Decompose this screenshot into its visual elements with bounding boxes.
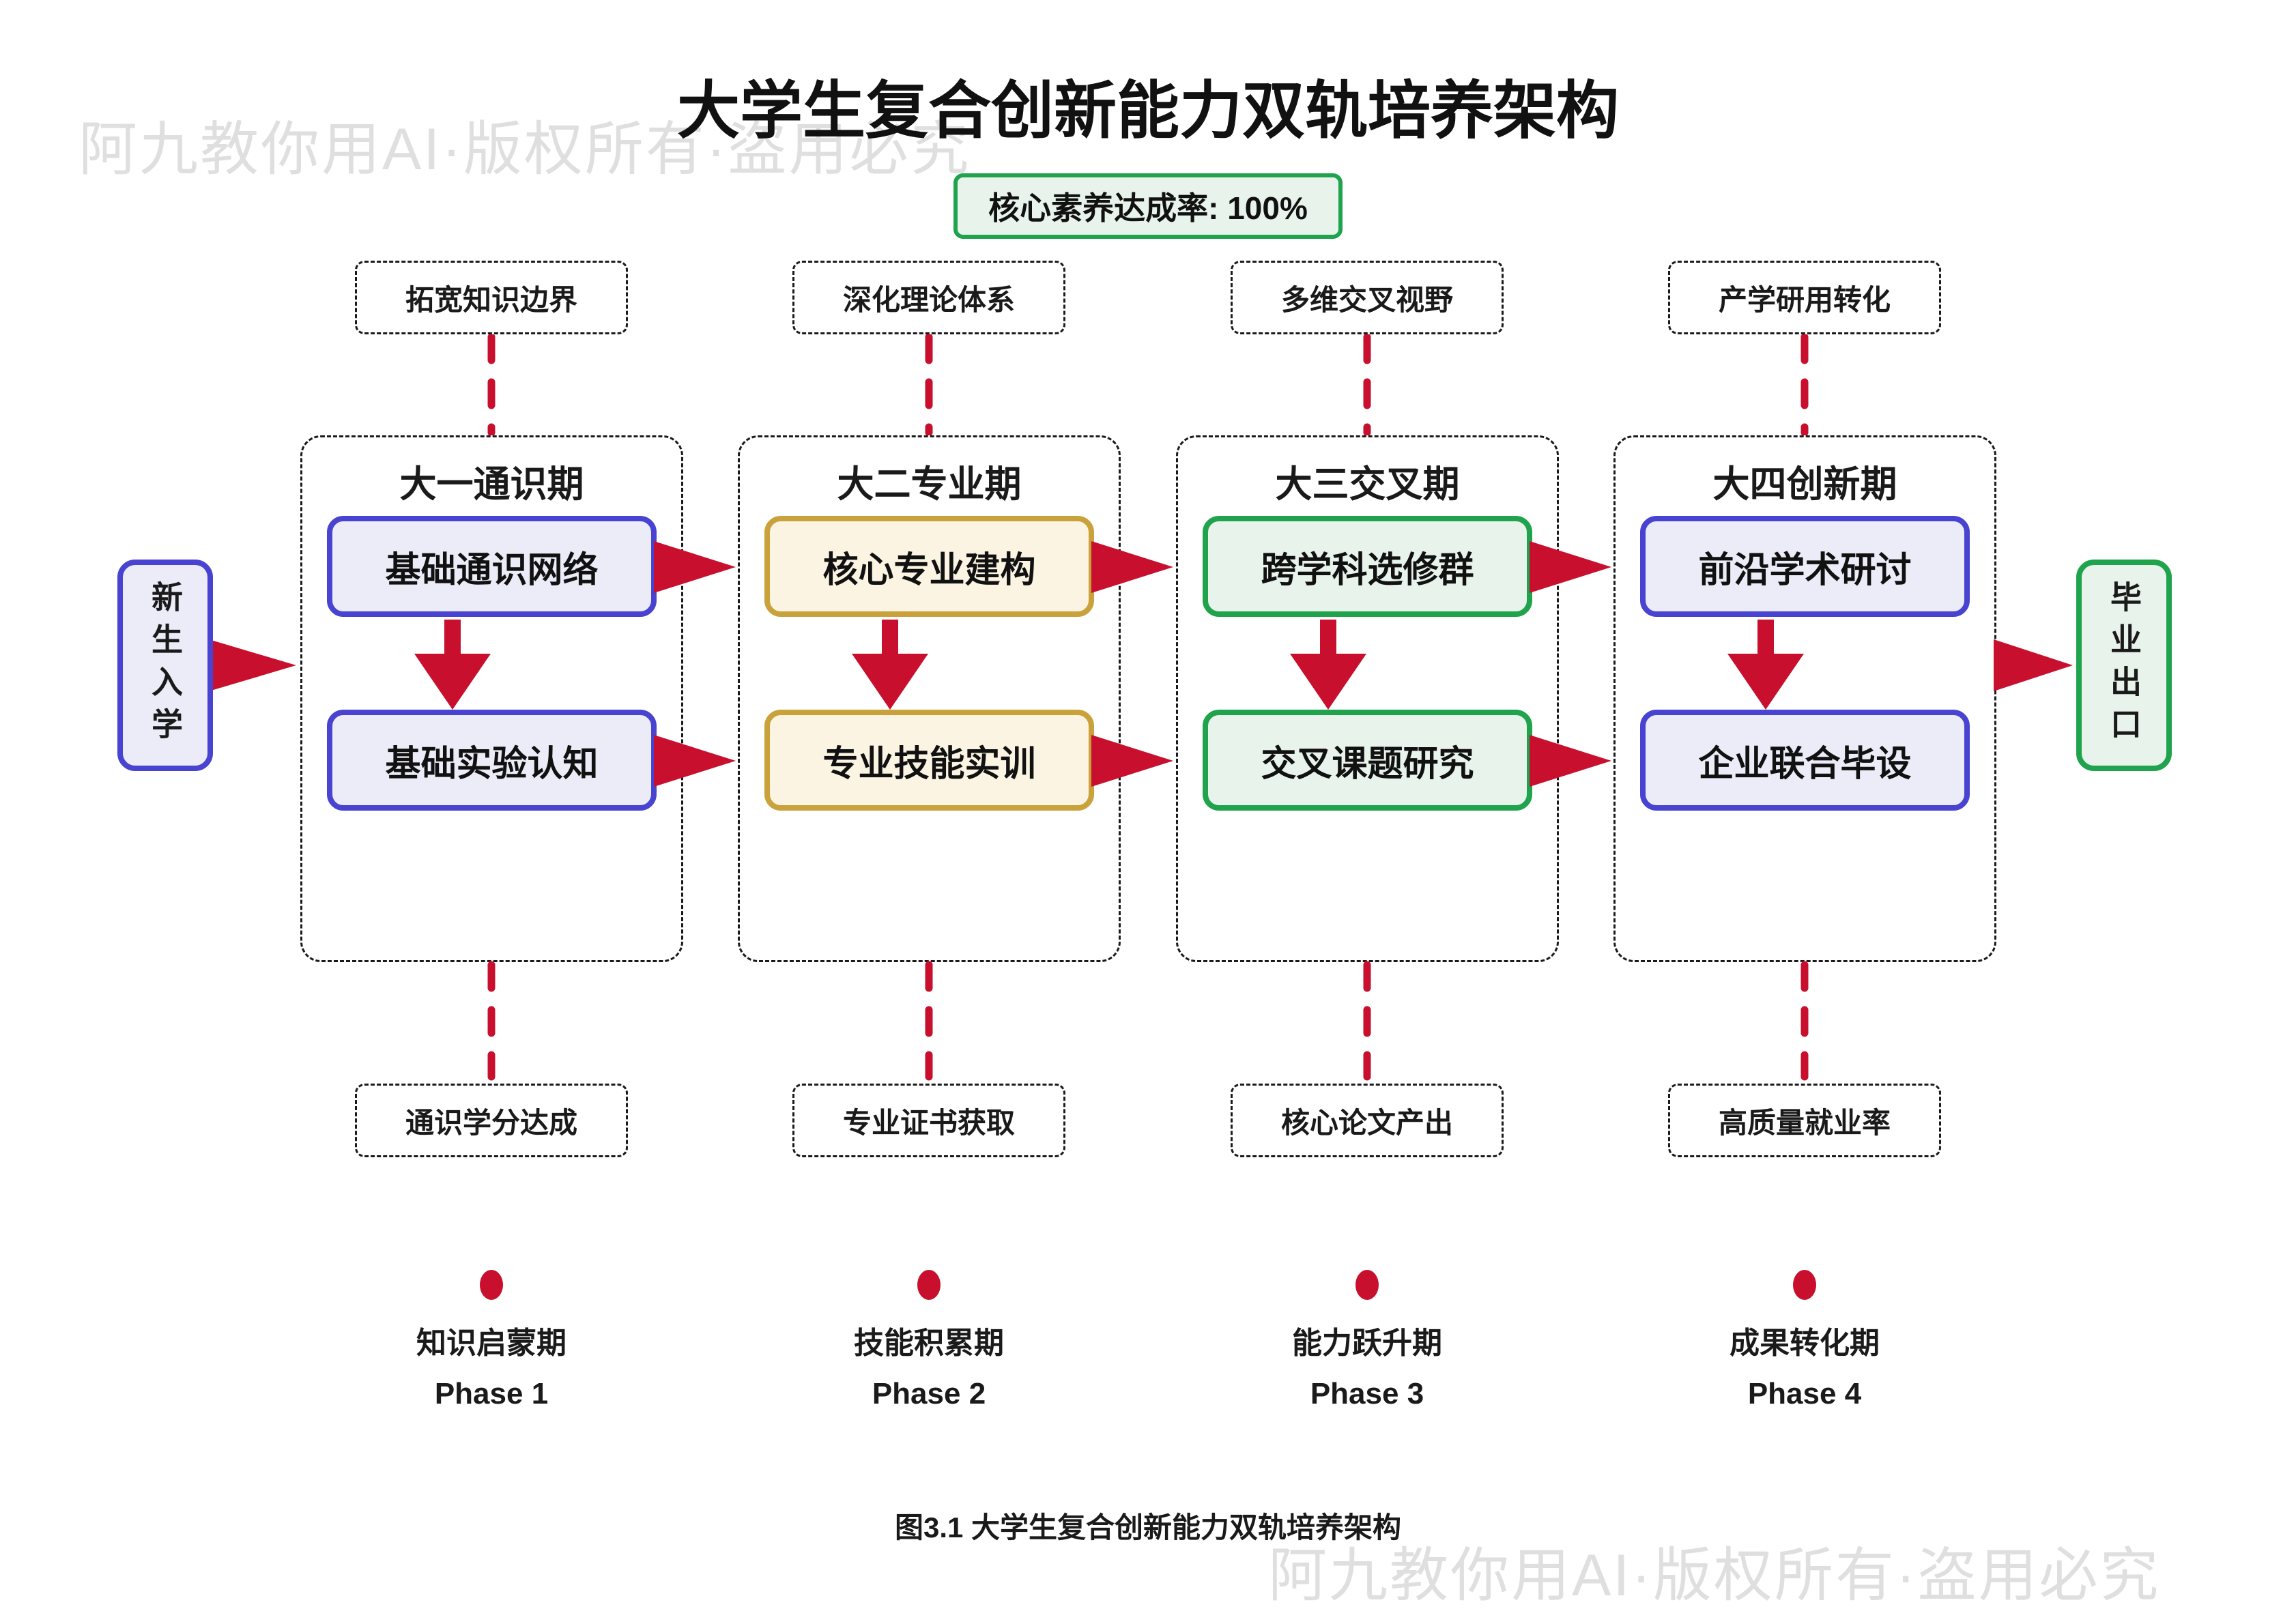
goal-label-2: 深化理论体系 (792, 261, 1065, 334)
stage-container-year1: 大一通识期 基础通识网络 基础实验认知 (300, 435, 683, 962)
course-box: 核心专业建构 (764, 516, 1094, 617)
phase-id: Phase 4 (1747, 1377, 1862, 1410)
phase-id: Phase 3 (1310, 1377, 1424, 1410)
arrow-down-icon (1290, 620, 1366, 710)
stage-title: 大三交叉期 (1275, 464, 1460, 505)
arrow-down-icon (414, 620, 491, 710)
arrow-right-icon (654, 541, 736, 593)
arrow-right-icon (1091, 541, 1173, 593)
goal-label-3: 多维交叉视野 (1231, 261, 1504, 334)
dashed-connector-bottom-4 (1800, 961, 1809, 1081)
dashed-connector-top-4 (1800, 333, 1809, 437)
course-box: 企业联合毕设 (1640, 710, 1970, 811)
outcome-label-4: 高质量就业率 (1668, 1084, 1941, 1157)
phase-dot-icon (480, 1270, 503, 1300)
phase-id: Phase 2 (872, 1377, 986, 1410)
course-box: 交叉课题研究 (1203, 710, 1532, 811)
dashed-connector-top-3 (1363, 333, 1371, 437)
dashed-connector-bottom-1 (487, 961, 496, 1081)
phase-name: 成果转化期 (1730, 1326, 1880, 1360)
figure-caption: 图3.1 大学生复合创新能力双轨培养架构 (894, 1511, 1402, 1543)
phase-id: Phase 1 (434, 1377, 549, 1410)
course-box: 专业技能实训 (764, 710, 1094, 811)
phase-dot-icon (917, 1270, 941, 1300)
page-title: 大学生复合创新能力双轨培养架构 (676, 76, 1619, 146)
stage-title: 大一通识期 (399, 464, 584, 505)
phase-dot-icon (1793, 1270, 1816, 1300)
phase-name: 技能积累期 (854, 1326, 1004, 1360)
entry-box: 新生入学 (117, 560, 213, 771)
stage-container-year4: 大四创新期 前沿学术研讨 企业联合毕设 (1613, 435, 1996, 962)
exit-box: 毕业出口 (2076, 560, 2172, 771)
outcome-label-3: 核心论文产出 (1231, 1084, 1504, 1157)
arrow-right-icon (1530, 541, 1611, 593)
stage-container-year3: 大三交叉期 跨学科选修群 交叉课题研究 (1176, 435, 1559, 962)
dashed-connector-top-1 (487, 333, 496, 437)
phase-name: 知识启蒙期 (416, 1326, 566, 1360)
dashed-connector-top-2 (925, 333, 933, 437)
arrow-right-icon (1530, 735, 1611, 787)
watermark-bottom: 阿九教你用AI·版权所有·盗用必究 (1268, 1543, 2161, 1608)
stage-title: 大四创新期 (1712, 464, 1897, 505)
course-box: 前沿学术研讨 (1640, 516, 1970, 617)
outcome-label-2: 专业证书获取 (792, 1084, 1065, 1157)
goal-label-4: 产学研用转化 (1668, 261, 1941, 334)
watermark-top: 阿九教你用AI·版权所有·盗用必究 (78, 117, 971, 182)
achievement-rate-badge: 核心素养达成率: 100% (953, 173, 1343, 239)
arrow-right-icon (654, 735, 736, 787)
arrow-down-icon (852, 620, 928, 710)
stage-title: 大二专业期 (837, 464, 1022, 505)
phase-name: 能力跃升期 (1292, 1326, 1442, 1360)
dashed-connector-bottom-2 (925, 961, 933, 1081)
course-box: 跨学科选修群 (1203, 516, 1532, 617)
course-box: 基础实验认知 (327, 710, 657, 811)
arrow-right-icon (1091, 735, 1173, 787)
arrow-right-icon (1994, 639, 2073, 691)
outcome-label-1: 通识学分达成 (355, 1084, 628, 1157)
goal-label-1: 拓宽知识边界 (355, 261, 628, 334)
stage-container-year2: 大二专业期 核心专业建构 专业技能实训 (738, 435, 1121, 962)
dashed-connector-bottom-3 (1363, 961, 1371, 1081)
phase-dot-icon (1355, 1270, 1379, 1300)
arrow-down-icon (1727, 620, 1804, 710)
arrow-right-icon (209, 639, 296, 691)
course-box: 基础通识网络 (327, 516, 657, 617)
